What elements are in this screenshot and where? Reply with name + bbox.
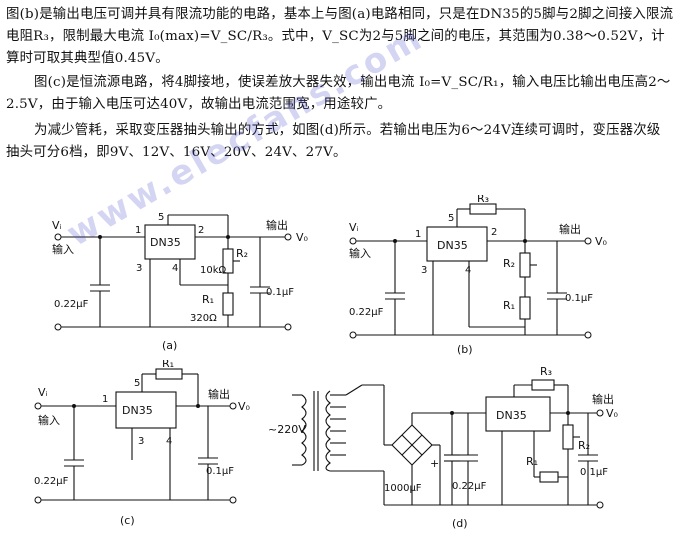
r1-resistor: [519, 296, 531, 320]
output-label: 输出: [592, 392, 614, 406]
vi-label: Vᵢ: [52, 219, 62, 232]
circuit-a: Vᵢ 输入 0.22μF DN35 1 5 2 3 4 输出 V₀ R₂ 10k…: [52, 212, 309, 352]
pin-5: 5: [448, 213, 454, 224]
pin-3: 3: [136, 263, 142, 274]
caption-c: (c): [120, 514, 135, 527]
input-label: 输入: [38, 413, 60, 427]
chip-label: DN35: [496, 409, 527, 422]
input-terminal: [349, 237, 357, 245]
vo-label: V₀: [296, 231, 309, 244]
pin-1: 1: [415, 229, 421, 240]
output-terminal: [596, 409, 604, 417]
vi-label: Vᵢ: [349, 221, 359, 234]
pin-3: 3: [421, 265, 427, 276]
caption-a: (a): [162, 339, 177, 352]
ac-input-label: ~220V: [268, 423, 306, 436]
transformer-secondary: [325, 390, 331, 472]
vo-label: V₀: [595, 235, 608, 248]
circuit-b: Vᵢ 输入 0.22μF DN35 1 5 2 3 4 R₃ 输出 V₀ R₂ …: [349, 195, 608, 355]
output-label: 输出: [208, 387, 230, 401]
output-label: 输出: [266, 218, 288, 232]
dn35-chip: [115, 391, 177, 429]
plus-sign: +: [430, 457, 439, 470]
pin-2: 2: [198, 225, 204, 236]
output-terminal: [229, 402, 237, 410]
c2-value: 0.22μF: [452, 481, 487, 492]
paragraph-2: 图(c)是恒流源电路，将4脚接地，使误差放大器失效，输出电流 I₀=V_SC/R…: [6, 75, 671, 112]
input-label: 输入: [52, 242, 74, 256]
c-in-value: 0.22μF: [349, 307, 384, 318]
paragraph-1: 图(b)是输出电压可调并具有限流功能的电路，基本上与图(a)电路相同，只是在DN…: [6, 7, 674, 66]
r2-label: R₂: [236, 247, 248, 260]
input-terminal: [34, 402, 42, 410]
circuit-d: ~220V + 1000μF 0.22μF DN35 R₃ 输出 V₀: [268, 365, 619, 530]
r3-resistor: [531, 379, 555, 391]
r1-label: R₁: [503, 299, 515, 312]
r1-resistor: [155, 368, 183, 380]
r1-resistor: [222, 292, 234, 316]
vo-label: V₀: [606, 407, 619, 420]
c-in-value: 0.22μF: [54, 299, 89, 310]
r3-label: R₃: [477, 195, 489, 205]
c-out-value: 0.1μF: [206, 466, 234, 477]
r1-resistor: [539, 471, 559, 483]
circuit-c: Vᵢ 输入 0.22μF DN35 1 5 3 4 R₁ 输出 V₀ 0.1μF…: [34, 360, 251, 527]
r1-label: R₁: [526, 455, 538, 468]
dn35-chip: [144, 224, 196, 260]
input-terminal: [54, 233, 62, 241]
dn35-chip: [485, 396, 551, 432]
chip-label: DN35: [122, 404, 153, 417]
c-out-value: 0.1μF: [266, 287, 294, 298]
c-out-value: 0.1μF: [565, 293, 593, 304]
pin-3: 3: [138, 436, 144, 447]
pin-1: 1: [135, 225, 141, 236]
vo-label: V₀: [238, 400, 251, 413]
paragraph-3: 为减少管耗，采取变压器抽头输出的方式，如图(d)所示。若输出电压为6～24V连续…: [6, 123, 661, 160]
pin-4: 4: [166, 436, 172, 447]
r1-label: R₁: [202, 293, 214, 306]
r1-value: 320Ω: [190, 313, 217, 324]
pin-5: 5: [134, 378, 140, 389]
output-label: 输出: [559, 222, 581, 236]
r2-resistor: [519, 252, 531, 278]
r2-label: R₂: [503, 257, 515, 270]
pin-5: 5: [158, 212, 164, 223]
c1-value: 1000μF: [384, 483, 422, 494]
pin-4: 4: [172, 263, 178, 274]
chip-label: DN35: [150, 236, 181, 249]
r3-label: R₃: [540, 365, 552, 378]
output-terminal: [284, 233, 292, 241]
input-label: 输入: [349, 246, 371, 260]
transformer-primary: [301, 394, 307, 466]
c-in-value: 0.22μF: [34, 476, 69, 487]
r2-label: R₂: [578, 439, 590, 452]
pin-2: 2: [491, 227, 497, 238]
tap-selector-switch: [345, 384, 363, 396]
r1-label: R₁: [162, 360, 174, 370]
vi-label: Vᵢ: [38, 386, 48, 399]
r2-resistor: [562, 424, 574, 450]
pin-4: 4: [465, 265, 471, 276]
caption-b: (b): [457, 343, 473, 355]
caption-d: (d): [452, 517, 468, 530]
r3-resistor: [469, 203, 497, 215]
r2-value: 10kΩ: [200, 265, 227, 276]
c3-value: 0.1μF: [580, 467, 608, 478]
pin-1: 1: [102, 394, 108, 405]
chip-label: DN35: [437, 239, 468, 252]
output-terminal: [584, 237, 592, 245]
